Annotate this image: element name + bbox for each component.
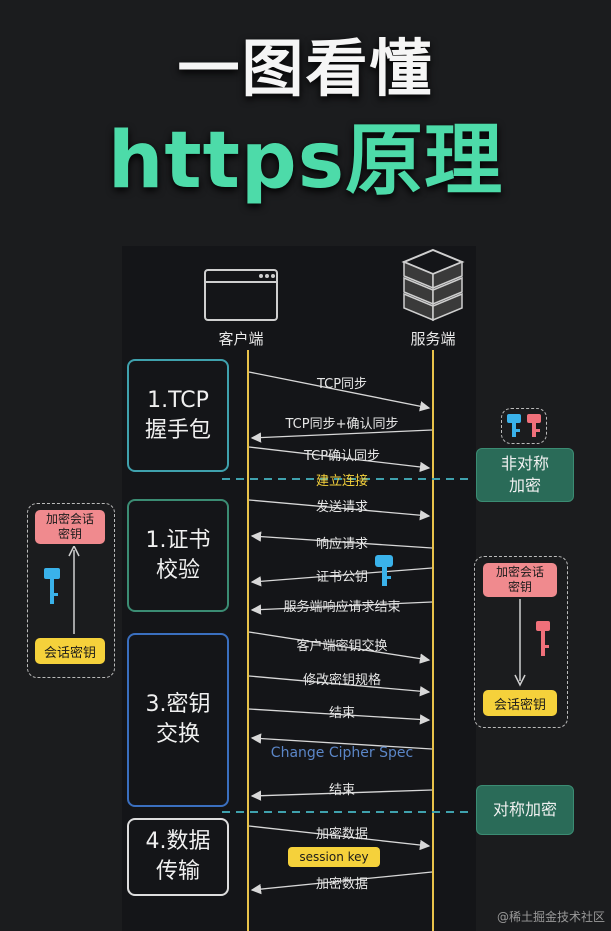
msg-tcp-syn: TCP同步 <box>316 377 368 392</box>
message-arrow <box>248 708 431 725</box>
msg-finished-client: 结束 <box>328 706 355 721</box>
watermark: @稀土掘金技术社区 <box>496 910 605 924</box>
msg-finished-server: 结束 <box>328 783 355 798</box>
client-encrypted-session-key: 加密会话 密钥 <box>35 510 105 544</box>
phase-tcp-handshake: 1.TCP 握手包 <box>127 359 229 472</box>
phase-cert-line2: 校验 <box>155 557 200 583</box>
phase-data-transfer: 4.数据 传输 <box>127 818 229 896</box>
message-arrow <box>250 789 433 801</box>
msg-change-cipher-spec: Change Cipher Spec <box>270 745 414 761</box>
message-arrow <box>248 499 431 521</box>
session-key-badge: session key <box>288 847 380 867</box>
message-arrow <box>250 871 433 895</box>
phase-tcp-line1: 1.TCP <box>147 387 209 413</box>
message-arrow <box>248 631 431 664</box>
symmetric-encryption-box: 对称加密 <box>476 785 574 835</box>
message-arrow <box>248 371 431 412</box>
phase-tcp-line2: 握手包 <box>144 417 211 443</box>
message-arrow <box>250 733 433 750</box>
msg-encrypted-data-2: 加密数据 <box>315 877 368 892</box>
msg-encrypted-data-1: 加密数据 <box>315 827 368 842</box>
cert-public-key-icon <box>375 555 393 586</box>
message-arrow <box>250 429 433 443</box>
server-encrypted-session-key: 加密会话 密钥 <box>483 563 557 597</box>
page-subtitle: https原理 <box>107 116 504 206</box>
message-arrow <box>248 446 431 473</box>
message-arrow <box>248 825 431 851</box>
asymmetric-encryption-box: 非对称 加密 <box>476 448 574 502</box>
page-title: 一图看懂 <box>177 32 434 105</box>
msg-server-done: 服务端响应请求结束 <box>283 600 401 615</box>
message-arrow <box>250 567 433 587</box>
phase-cert-line1: 1.证书 <box>145 527 211 553</box>
asymmetric-keys-box <box>501 408 547 444</box>
msg-change-cipher: 修改密钥规格 <box>302 673 381 688</box>
server-stack-icon <box>401 248 465 322</box>
server-session-key: 会话密钥 <box>483 690 557 716</box>
phase-key-exchange: 3.密钥 交换 <box>127 633 229 807</box>
server-label: 服务端 <box>410 330 456 348</box>
private-key-icon <box>527 414 541 437</box>
phase-key-line2: 交换 <box>155 722 200 747</box>
client-session-key-box <box>27 503 115 678</box>
client-label: 客户端 <box>218 330 264 348</box>
msg-send-request: 发送请求 <box>315 500 368 515</box>
phase-key-line1: 3.密钥 <box>145 692 211 717</box>
client-session-key: 会话密钥 <box>35 638 105 664</box>
decrypt-arrow <box>514 599 550 687</box>
message-arrow <box>248 675 431 697</box>
msg-connected: 建立连接 <box>315 474 368 489</box>
public-key-icon <box>507 414 521 437</box>
phase-data-line2: 传输 <box>155 859 200 884</box>
msg-cert-pubkey: 证书公钥 <box>315 570 368 585</box>
msg-tcp-syn-ack: TCP同步+确认同步 <box>285 417 399 432</box>
phase-cert-verify: 1.证书 校验 <box>127 499 229 612</box>
msg-response: 响应请求 <box>315 537 368 552</box>
message-arrow <box>250 601 433 615</box>
phase-data-line1: 4.数据 <box>145 829 211 854</box>
message-arrow <box>250 531 433 549</box>
server-session-key-box <box>474 556 568 728</box>
msg-tcp-ack: TCP确认同步 <box>303 449 381 464</box>
browser-window-icon <box>204 269 278 321</box>
msg-client-key-exchange: 客户端密钥交换 <box>296 639 388 654</box>
encrypt-arrow <box>44 546 80 634</box>
